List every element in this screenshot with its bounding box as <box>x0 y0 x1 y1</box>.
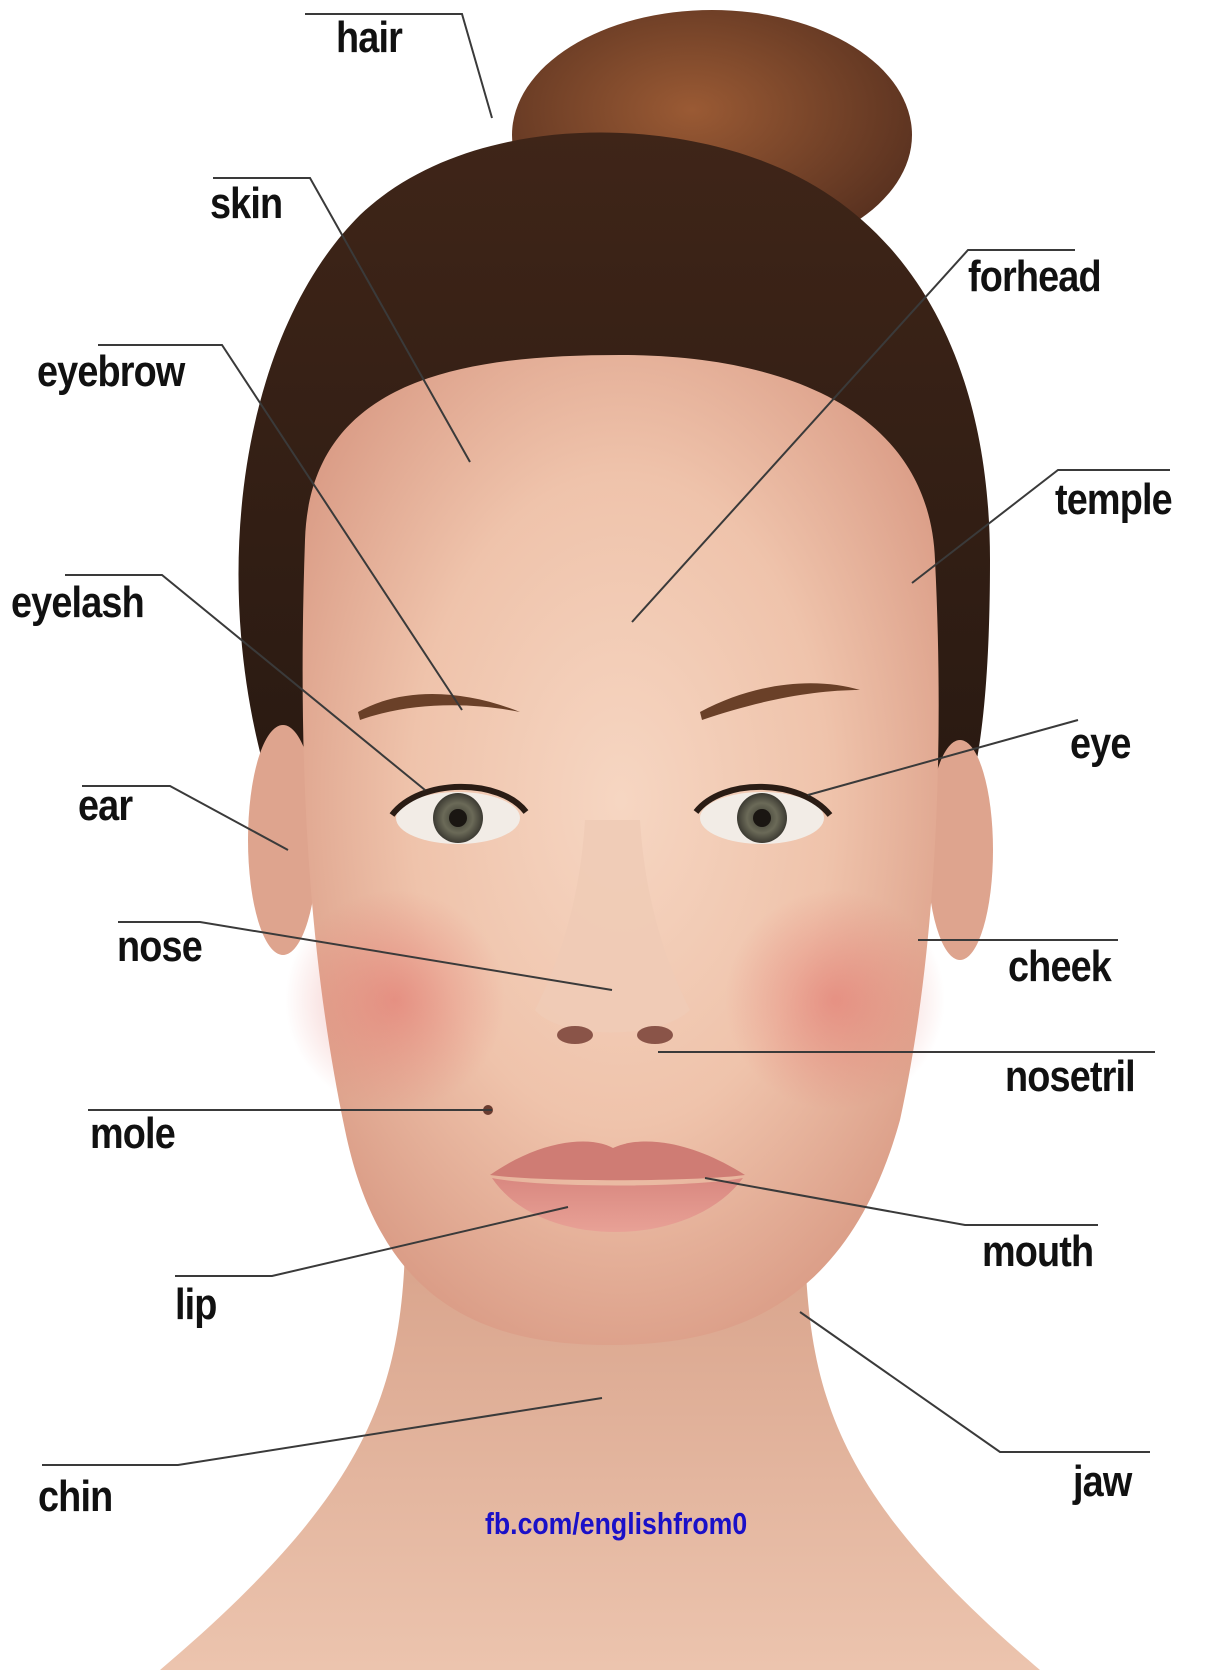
label-cheek: cheek <box>1008 945 1111 989</box>
label-ear: ear <box>78 784 132 828</box>
left-blush <box>285 890 505 1110</box>
label-nose: nose <box>117 925 202 969</box>
label-temple: temple <box>1055 478 1172 522</box>
right-blush <box>725 890 945 1110</box>
label-jaw: jaw <box>1073 1460 1131 1504</box>
label-nosetril: nosetril <box>1005 1055 1135 1099</box>
label-eyelash: eyelash <box>11 581 144 625</box>
label-chin: chin <box>38 1475 112 1519</box>
label-eye: eye <box>1070 722 1131 766</box>
credit-link-text: fb.com/englishfrom0 <box>485 1508 747 1539</box>
label-hair: hair <box>336 16 402 60</box>
label-skin: skin <box>210 182 282 226</box>
label-lip: lip <box>175 1283 217 1327</box>
leader-line-jaw <box>800 1312 1150 1452</box>
label-eyebrow: eyebrow <box>37 350 185 394</box>
label-mole: mole <box>90 1112 175 1156</box>
label-mouth: mouth <box>982 1230 1093 1274</box>
label-forhead: forhead <box>968 255 1101 299</box>
